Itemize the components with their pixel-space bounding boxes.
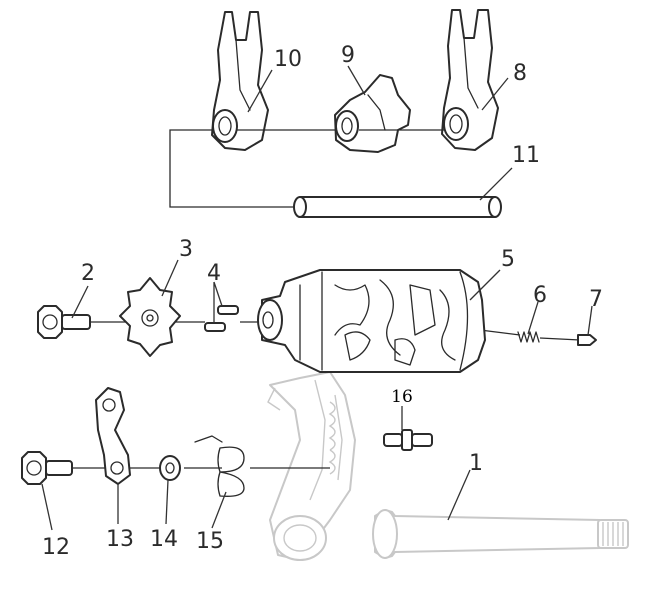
pin-16	[383, 429, 433, 451]
lever-13	[95, 387, 131, 485]
callout-2: 2	[81, 261, 95, 286]
callout-7: 7	[589, 287, 603, 312]
drum-axis-line	[90, 321, 581, 341]
callout-10: 10	[274, 47, 302, 72]
callout-14: 14	[150, 527, 178, 552]
spring-15	[194, 435, 245, 497]
shift-drum-5	[257, 269, 486, 373]
fork-axis-line	[169, 129, 296, 208]
washer-14	[159, 455, 181, 481]
callout-11: 11	[512, 143, 540, 168]
callout-16: 16	[391, 387, 413, 407]
callout-13: 13	[106, 527, 134, 552]
callout-5: 5	[501, 247, 515, 272]
shift-fork-8	[441, 9, 499, 151]
callout-15: 15	[196, 529, 224, 554]
spring-6	[517, 331, 540, 343]
fork-shaft	[293, 196, 502, 218]
shift-drum-star-3	[119, 277, 181, 357]
callout-3: 3	[179, 237, 193, 262]
callout-6: 6	[533, 283, 547, 308]
callout-9: 9	[341, 43, 355, 68]
shift-fork-9	[334, 74, 411, 153]
shift-fork-10	[211, 11, 269, 151]
shift-shaft-assembly-ghost	[267, 371, 356, 561]
callout-4: 4	[207, 261, 221, 286]
bolt-12	[21, 451, 73, 485]
callout-1: 1	[469, 451, 483, 476]
pin-7	[577, 334, 597, 346]
callout-labels: 1 2 3 4 5 6 7 8 9 10 11 12 13 14 15 16	[42, 43, 603, 560]
callout-8: 8	[513, 61, 527, 86]
pins-4	[204, 305, 239, 332]
callout-12: 12	[42, 535, 70, 560]
shift-shaft	[372, 509, 629, 559]
leader-lines	[41, 65, 593, 531]
bolt-2	[37, 305, 91, 339]
